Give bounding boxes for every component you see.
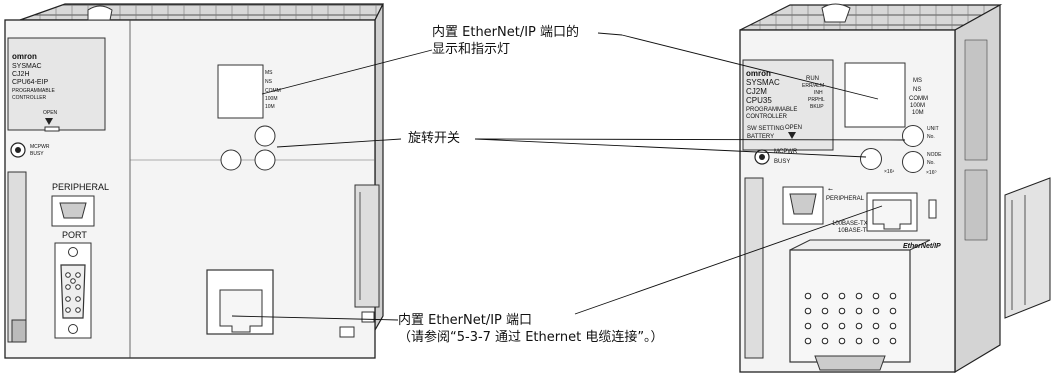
left-model: CJ2H	[12, 71, 30, 78]
left-open-label: OPEN	[43, 110, 58, 116]
right-unit-no: No.	[927, 134, 935, 140]
left-desc-1: PROGRAMMABLE	[12, 88, 55, 94]
right-prphl: PRPHL	[808, 97, 825, 103]
right-led-100m: 100M	[910, 103, 925, 109]
left-brand: omron	[12, 52, 37, 61]
indicators-callout-line2: 显示和指示灯	[432, 42, 511, 57]
right-base-100: 100BASE-TX	[832, 221, 868, 227]
ethernet-port-callout: 内置 EtherNet/IP 端口 （请参阅“5-3-7 通过 Ethernet…	[398, 312, 664, 346]
right-led-ms: MS	[913, 78, 922, 84]
right-brand: omron	[746, 69, 771, 78]
right-base-10: 10BASE-T	[838, 228, 867, 234]
right-peripheral-label: PERIPHERAL	[826, 196, 865, 202]
indicators-leader-tail	[597, 32, 623, 36]
right-x16-1: ×16¹	[884, 169, 894, 175]
left-led-100m: 100M	[265, 96, 278, 102]
rotary-switch-callout: 旋转开关	[408, 131, 461, 146]
battery-compartment-dots	[804, 292, 897, 345]
right-led-10m: 10M	[912, 110, 924, 116]
port-callout-line2: （请参阅“5-3-7 通过 Ethernet 电缆连接”。）	[398, 330, 664, 345]
left-led-ns: NS	[265, 79, 273, 85]
right-series: SYSMAC	[746, 78, 780, 87]
rotary-leader-right-2	[474, 138, 867, 158]
right-battery: BATTERY	[747, 134, 774, 140]
left-port-label: PORT	[62, 230, 87, 240]
rotary-leader-left	[276, 138, 402, 148]
indicators-callout: 内置 EtherNet/IP 端口的 显示和指示灯	[432, 24, 579, 58]
right-led-comm: COMM	[909, 96, 928, 102]
right-open-label: OPEN	[785, 125, 802, 131]
indicators-leader-right	[621, 34, 879, 100]
right-node-label: NODE	[927, 152, 942, 158]
right-sw-setting: SW SETTING	[747, 126, 785, 132]
rotary-leader-right	[474, 138, 906, 141]
right-x16-0: ×16⁰	[926, 170, 937, 176]
indicators-leader-left	[261, 49, 433, 95]
left-busy: BUSY	[30, 151, 44, 157]
left-cpu-model: CPU64-EIP	[12, 79, 49, 86]
right-inh: INH	[814, 90, 823, 96]
right-unit-label: UNIT	[927, 126, 939, 132]
left-series: SYSMAC	[12, 63, 42, 70]
right-node-no: No.	[927, 160, 935, 166]
left-led-ms: MS	[265, 70, 273, 76]
right-model: CJ2M	[746, 87, 767, 96]
right-unit-labels: omron SYSMAC CJ2M CPU35 PROGRAMMABLE CON…	[746, 69, 942, 250]
left-cpu-unit	[4, 3, 384, 359]
right-cpu-unit	[739, 3, 1051, 374]
indicators-callout-line1: 内置 EtherNet/IP 端口的	[432, 25, 580, 40]
left-desc-2: CONTROLLER	[12, 95, 47, 101]
right-cpu-model: CPU35	[746, 96, 772, 105]
left-led-10m: 10M	[265, 104, 275, 110]
right-run: RUN	[806, 76, 819, 82]
right-led-ns: NS	[913, 87, 921, 93]
left-mcpwr: MCPWR	[30, 144, 50, 150]
right-busy: BUSY	[774, 159, 790, 165]
port-leader-right	[574, 205, 883, 315]
left-peripheral-label: PERIPHERAL	[52, 182, 109, 192]
right-mcpwr: MCPWR	[774, 149, 798, 155]
right-desc-1: PROGRAMMABLE	[746, 107, 797, 113]
right-desc-2: CONTROLLER	[746, 114, 788, 120]
port-callout-line1: 内置 EtherNet/IP 端口	[398, 313, 533, 328]
right-usb-symbol: ⭠	[828, 187, 833, 193]
right-ethernetip-logo: EtherNet/IP	[903, 243, 941, 250]
right-bkup: BKUP	[810, 104, 824, 110]
right-err-alm: ERR/ALM	[802, 83, 824, 89]
port-leader-left	[231, 315, 399, 321]
leader-lines	[231, 32, 906, 321]
